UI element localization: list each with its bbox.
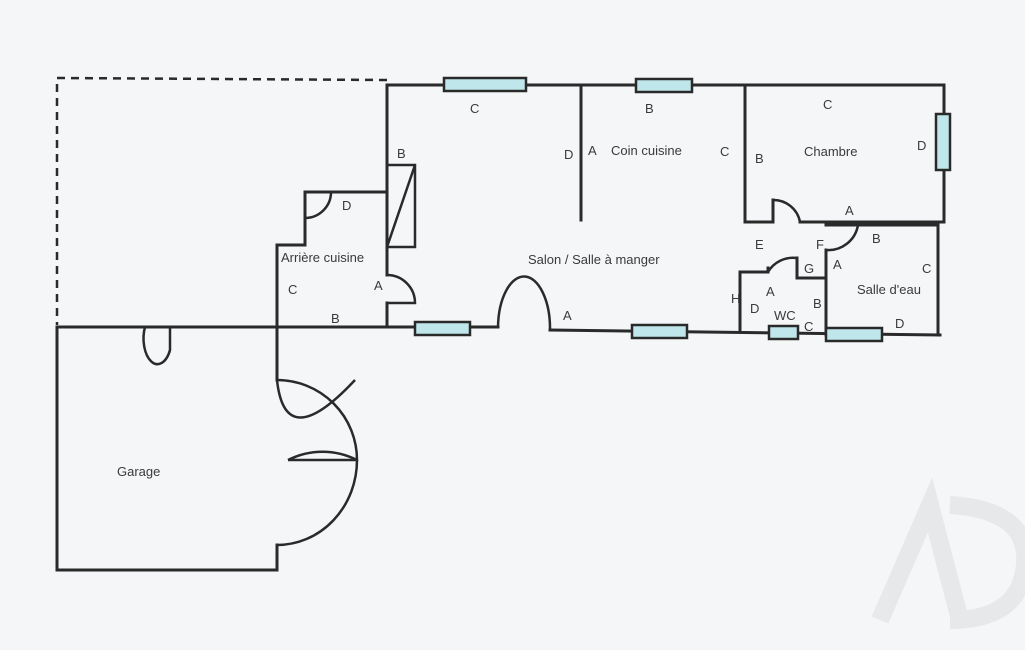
wall-label: B (645, 101, 654, 116)
wall-label: C (922, 261, 931, 276)
wall-label: A (374, 278, 383, 293)
wall-label: A (563, 308, 572, 323)
room-label-chambre: Chambre (804, 144, 857, 159)
room-label-salle-deau: Salle d'eau (857, 282, 921, 297)
wall-label: D (750, 301, 759, 316)
wall-label: C (804, 319, 813, 334)
wall-label: D (342, 198, 351, 213)
dashed-boundary (55, 76, 388, 325)
wall-label: D (564, 147, 573, 162)
wall-label: B (813, 296, 822, 311)
room-label-wc: WC (774, 308, 796, 323)
watermark-logo (871, 477, 1025, 629)
wall-label: B (331, 311, 340, 326)
wall-label: C (823, 97, 832, 112)
room-label-garage: Garage (117, 464, 160, 479)
wall-label: B (872, 231, 881, 246)
wall-label: A (588, 143, 597, 158)
wall-label: B (755, 151, 764, 166)
room-label-coin-cuisine: Coin cuisine (611, 143, 682, 158)
windows (413, 76, 952, 343)
wall-label: A (845, 203, 854, 218)
wall-label: D (895, 316, 904, 331)
walls (55, 83, 946, 572)
wall-labels: C B D A B A C C B D A D C A B E F G H A … (288, 97, 931, 334)
wall-label: E (755, 237, 764, 252)
wall-label: A (766, 284, 775, 299)
wall-label: C (470, 101, 479, 116)
wall-label: H (731, 291, 740, 306)
wall-label: F (816, 237, 824, 252)
wall-label: C (720, 144, 729, 159)
wall-label: A (833, 257, 842, 272)
room-label-salon: Salon / Salle à manger (528, 252, 660, 267)
wall-label: G (804, 261, 814, 276)
room-label-arriere-cuisine: Arrière cuisine (281, 250, 364, 265)
wall-label: B (397, 146, 406, 161)
wall-label: C (288, 282, 297, 297)
wall-label: D (917, 138, 926, 153)
doors (142, 191, 860, 547)
